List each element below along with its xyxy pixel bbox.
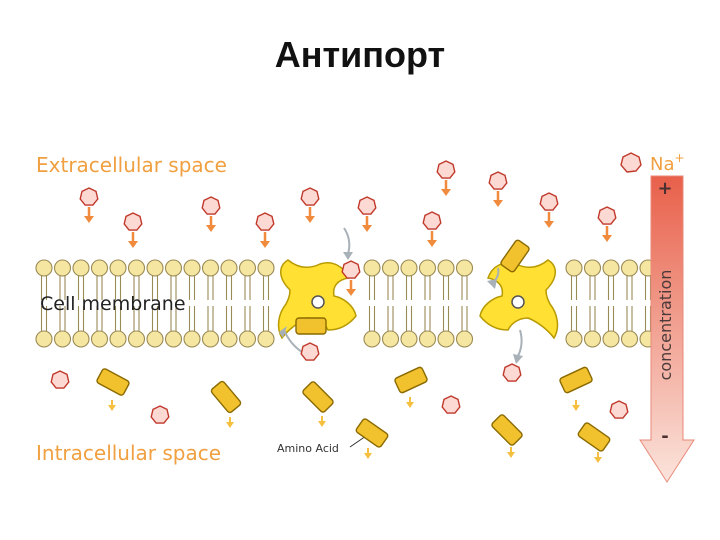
sodium-ion	[437, 161, 455, 196]
sodium-ion	[301, 343, 319, 360]
gradient-low-sign: -	[661, 426, 668, 447]
amino-acid	[96, 368, 130, 411]
binding-site-right	[512, 296, 524, 308]
lipid-pair	[566, 260, 582, 347]
intracellular-space-label: Intracellular space	[36, 441, 221, 465]
lipid-pair	[438, 260, 454, 347]
lipid-pair	[585, 260, 601, 347]
amino-acid	[355, 418, 389, 459]
amino-acid	[394, 366, 428, 408]
concentration-label: concentration	[656, 270, 675, 381]
amino-acid	[210, 380, 242, 428]
antiporter-protein-right	[480, 260, 557, 338]
lipid-pair	[603, 260, 619, 347]
amino-acid	[491, 414, 524, 458]
sodium-ion-legend-text: Na+	[650, 151, 685, 175]
lipid-pair	[203, 260, 219, 347]
sodium-ion	[301, 188, 319, 223]
lipid-pair	[401, 260, 417, 347]
extracellular-space-label: Extracellular space	[36, 153, 227, 177]
amino-acid	[302, 381, 335, 427]
lipid-pair	[240, 260, 256, 347]
lipid-pair	[622, 260, 638, 347]
inward-arrow-right	[518, 330, 522, 356]
lipid-pair	[457, 260, 473, 347]
lipid-pair	[258, 260, 274, 347]
sodium-ion	[598, 207, 616, 242]
lipid-pair	[221, 260, 237, 347]
gradient-high-sign: +	[657, 178, 672, 199]
amino-acid	[296, 318, 326, 334]
lipid-pair	[184, 260, 200, 347]
sodium-ion	[124, 213, 142, 248]
sodium-ion	[442, 396, 460, 413]
sodium-ion-legend: Na+	[621, 151, 685, 175]
lipid-pair	[383, 260, 399, 347]
sodium-ion	[202, 197, 220, 232]
amino-acid	[577, 422, 611, 463]
inward-arrow-left	[344, 228, 349, 254]
binding-site-left	[312, 296, 324, 308]
sodium-ion	[358, 197, 376, 232]
sodium-ion	[423, 212, 441, 247]
sodium-ion	[256, 213, 274, 248]
lipid-pair	[364, 260, 380, 347]
sodium-ion-legend-icon	[621, 153, 641, 172]
sodium-ion	[151, 406, 169, 423]
lipid-pair	[420, 260, 436, 347]
sodium-ion	[610, 401, 628, 418]
sodium-ion	[80, 188, 98, 223]
cell-membrane-label: Cell membrane	[40, 293, 186, 315]
amino-acid	[559, 366, 593, 411]
sodium-ion	[51, 371, 69, 388]
concentration-gradient-arrow: + concentration -	[640, 176, 694, 482]
sodium-ion	[540, 193, 558, 228]
sodium-ion	[489, 172, 507, 207]
sodium-ion	[503, 364, 521, 381]
amino-acid-label: Amino Acid	[277, 442, 339, 455]
